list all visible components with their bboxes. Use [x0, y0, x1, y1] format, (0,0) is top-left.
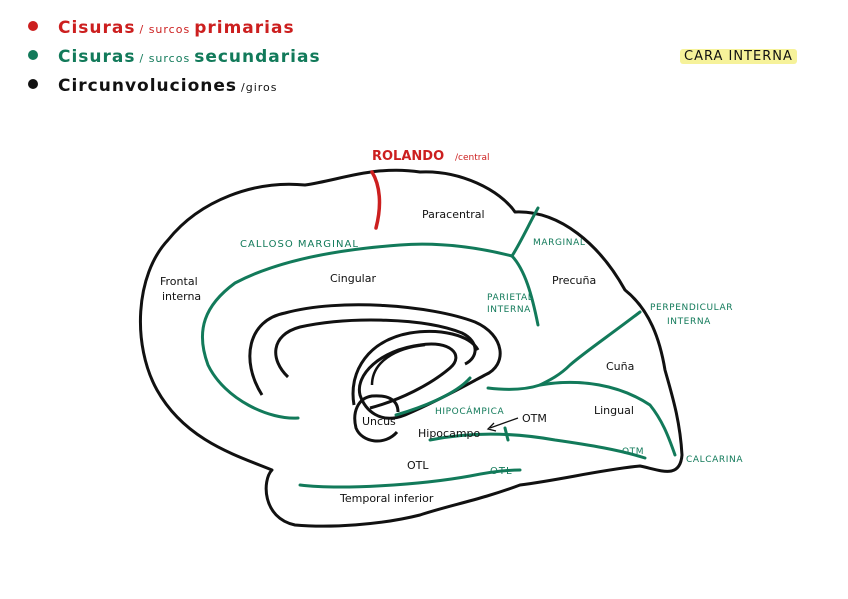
calcarina-sulcus: [538, 380, 677, 457]
otm-gyrus-label: OTM: [522, 412, 547, 425]
precuna-label: Precuña: [552, 274, 596, 287]
parietal-interna-sulcus: [510, 254, 540, 327]
rolando-label: ROLANDO: [372, 149, 444, 164]
calcarina-label: CALCARINA: [686, 455, 743, 465]
legend: Cisuras / surcos primarias Cisuras / sur…: [28, 18, 321, 105]
perpendicular-interna-label-2: INTERNA: [667, 317, 711, 327]
hipocampica-label: HIPOCÁMPICA: [435, 405, 505, 417]
parietal-interna-label-1: PARIETAL: [487, 293, 533, 303]
rolando-sub-label: /central: [455, 153, 489, 163]
legend-primary-qualifier: primarias: [194, 18, 295, 38]
otm-sulcus-notch: [503, 426, 510, 442]
hipocampica-sulcus: [394, 376, 472, 417]
legend-gyri: Circunvoluciones /giros: [28, 76, 321, 105]
legend-primary-title: Cisuras: [58, 18, 136, 38]
legend-gyri-title: Circunvoluciones: [58, 76, 237, 96]
frontal-interna-label-2: interna: [162, 290, 201, 303]
legend-secondary-sulci: Cisuras / surcos secundarias: [28, 47, 321, 76]
legend-secondary-sep: / surcos: [139, 52, 191, 65]
black-bullet-icon: [28, 79, 38, 89]
marginal-label: MARGINAL: [533, 238, 586, 248]
temporal-inferior-label: Temporal inferior: [339, 492, 434, 505]
parietal-interna-label-2: INTERNA: [487, 305, 531, 315]
hipocampo-label: Hipocampo: [418, 427, 481, 440]
calloso-marginal-label: CALLOSO MARGINAL: [240, 239, 359, 250]
uncus-outline: [353, 394, 400, 443]
view-label: CARA INTERNA: [680, 49, 797, 64]
otm-sulcus: [428, 432, 647, 460]
brain-outline: [138, 168, 684, 528]
legend-secondary-title: Cisuras: [58, 47, 136, 67]
cuna-label: Cuña: [606, 360, 634, 373]
otl-sulcus-label: OTL: [490, 466, 513, 477]
otl-gyrus-label: OTL: [407, 459, 429, 472]
otl-sulcus: [298, 468, 522, 489]
frontal-interna-label-1: Frontal: [160, 275, 198, 288]
rolando-sulcus: [370, 170, 382, 230]
perpendicular-interna-sulcus: [538, 310, 642, 387]
legend-primary-sulci: Cisuras / surcos primarias: [28, 18, 321, 47]
calloso-marginal-sulcus: [200, 242, 514, 420]
otm-sulcus-label: OTM: [622, 447, 644, 457]
perpendicular-interna-label-1: PERPENDICULAR: [650, 303, 733, 313]
legend-gyri-sep: /giros: [241, 81, 278, 94]
cingular-label: Cingular: [330, 272, 376, 285]
fornix-inner-arc: [370, 343, 426, 386]
fornix-arc: [351, 329, 480, 406]
paracentral-label: Paracentral: [422, 208, 485, 221]
lingual-label: Lingual: [594, 404, 634, 417]
green-bullet-icon: [28, 50, 38, 60]
arrowhead-icon: [486, 422, 497, 432]
otm-to-hipocampo-arrow: [489, 417, 519, 429]
legend-primary-sep: / surcos: [139, 23, 191, 36]
red-bullet-icon: [28, 21, 38, 31]
parieto-occipital-branch: [486, 383, 542, 391]
legend-secondary-qualifier: secundarias: [194, 47, 321, 67]
corpus-callosum: [248, 303, 502, 420]
uncus-label: Uncus: [362, 415, 396, 428]
marginal-sulcus: [510, 206, 540, 258]
